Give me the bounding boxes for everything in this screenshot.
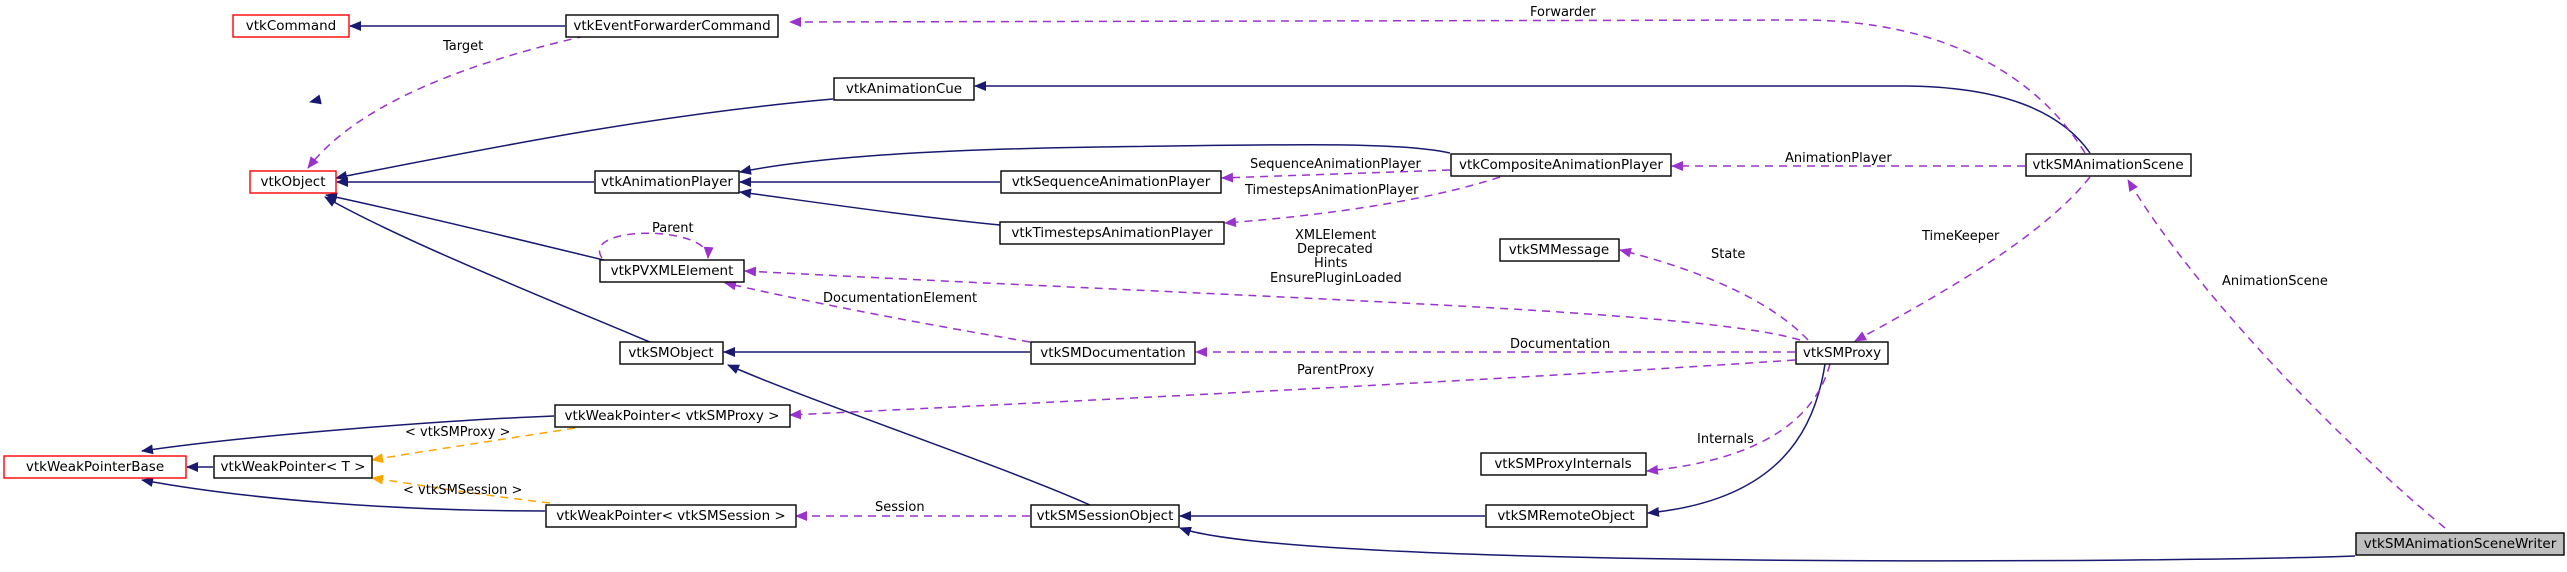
svg-text:vtkSMAnimationScene: vtkSMAnimationScene xyxy=(2032,157,2183,173)
label-animation-scene: AnimationScene xyxy=(2222,274,2328,289)
label-sequence-animation-player: SequenceAnimationPlayer xyxy=(1250,157,1422,172)
node-vtkSequenceAnimationPlayer[interactable]: vtkSequenceAnimationPlayer xyxy=(1000,170,1222,194)
edge-smobject-to-object xyxy=(324,196,653,344)
node-vtkSMSessionObject[interactable]: vtkSMSessionObject xyxy=(1030,504,1180,528)
label-deprecated: Deprecated xyxy=(1297,242,1373,257)
node-vtkSMDocumentation[interactable]: vtkSMDocumentation xyxy=(1030,341,1196,365)
node-vtkAnimationCue[interactable]: vtkAnimationCue xyxy=(833,77,975,101)
node-vtkTimestepsAnimationPlayer[interactable]: vtkTimestepsAnimationPlayer xyxy=(999,221,1225,245)
usage-edges xyxy=(307,16,2446,529)
svg-text:vtkWeakPointer< T >: vtkWeakPointer< T > xyxy=(221,459,366,475)
edge-sequence-animation-player xyxy=(1221,169,1451,183)
node-vtkWeakPointerSession[interactable]: vtkWeakPointer< vtkSMSession > xyxy=(545,504,797,528)
node-vtkCompositeAnimationPlayer[interactable]: vtkCompositeAnimationPlayer xyxy=(1450,153,1672,177)
edge-template-session xyxy=(371,474,551,504)
label-session: Session xyxy=(875,500,925,515)
label-hints: Hints xyxy=(1314,256,1348,271)
label-xmlelement: XMLElement xyxy=(1295,228,1376,243)
edge-smproxy-to-remoteobject xyxy=(1647,363,1826,517)
node-vtkWeakPointerProxy[interactable]: vtkWeakPointer< vtkSMProxy > xyxy=(554,404,791,428)
svg-text:vtkCommand: vtkCommand xyxy=(246,18,337,34)
svg-text:vtkAnimationPlayer: vtkAnimationPlayer xyxy=(601,174,733,190)
node-vtkSMRemoteObject[interactable]: vtkSMRemoteObject xyxy=(1485,504,1648,528)
node-vtkSMMessage[interactable]: vtkSMMessage xyxy=(1499,238,1620,262)
node-vtkEventForwarderCommand[interactable]: vtkEventForwarderCommand xyxy=(565,14,779,38)
edge-animation-scene xyxy=(2127,179,2446,529)
template-edges xyxy=(371,427,576,504)
svg-text:vtkSMProxy: vtkSMProxy xyxy=(1803,345,1881,361)
edge-state xyxy=(1619,247,1809,341)
edge-timekeeper xyxy=(1854,176,2091,342)
edge-animationcue-to-object xyxy=(335,98,834,181)
edge-parent-self xyxy=(598,232,714,259)
label-documentation: Documentation xyxy=(1510,337,1610,352)
edge-weakptrsession-to-weakptrbase xyxy=(141,477,546,512)
node-vtkSMProxy[interactable]: vtkSMProxy xyxy=(1795,341,1889,365)
edge-smanimationscene-to-animationcue xyxy=(974,81,2091,154)
svg-text:vtkSMDocumentation: vtkSMDocumentation xyxy=(1040,345,1185,361)
node-vtkWeakPointerBase[interactable]: vtkWeakPointerBase xyxy=(3,455,187,479)
label-documentation-element: DocumentationElement xyxy=(823,291,977,306)
edge-sessionobject-to-smobject xyxy=(727,364,1091,506)
label-parent: Parent xyxy=(652,221,694,236)
edge-template-proxy xyxy=(371,427,576,464)
node-vtkWeakPointerT[interactable]: vtkWeakPointer< T > xyxy=(213,455,373,479)
edge-internals xyxy=(1646,363,1831,475)
node-vtkSMObject[interactable]: vtkSMObject xyxy=(619,341,724,365)
svg-text:vtkEventForwarderCommand: vtkEventForwarderCommand xyxy=(573,18,770,34)
node-vtkCommand[interactable]: vtkCommand xyxy=(232,14,350,38)
svg-text:vtkSMAnimationSceneWriter: vtkSMAnimationSceneWriter xyxy=(2364,536,2557,552)
svg-text:vtkSMProxyInternals: vtkSMProxyInternals xyxy=(1494,456,1631,472)
label-forwarder: Forwarder xyxy=(1530,5,1596,20)
svg-text:vtkSMObject: vtkSMObject xyxy=(628,345,713,361)
svg-text:vtkWeakPointerBase: vtkWeakPointerBase xyxy=(26,459,164,475)
label-state: State xyxy=(1711,247,1745,262)
svg-text:vtkTimestepsAnimationPlayer: vtkTimestepsAnimationPlayer xyxy=(1011,225,1213,241)
svg-text:vtkSequenceAnimationPlayer: vtkSequenceAnimationPlayer xyxy=(1012,174,1211,190)
edge-pvxmlelement-to-object xyxy=(325,192,613,263)
inheritance-edges xyxy=(141,21,2356,562)
label-template-session: < vtkSMSession > xyxy=(403,483,522,498)
label-ensure-plugin-loaded: EnsurePluginLoaded xyxy=(1270,271,1402,286)
svg-text:vtkSMMessage: vtkSMMessage xyxy=(1509,242,1610,258)
label-parent-proxy: ParentProxy xyxy=(1297,363,1375,378)
node-vtkPVXMLElement[interactable]: vtkPVXMLElement xyxy=(599,259,745,283)
svg-text:vtkPVXMLElement: vtkPVXMLElement xyxy=(611,263,734,279)
node-vtkAnimationPlayer[interactable]: vtkAnimationPlayer xyxy=(594,170,740,194)
edge-target xyxy=(307,35,586,169)
label-template-proxy: < vtkSMProxy > xyxy=(405,425,510,440)
node-vtkSMProxyInternals[interactable]: vtkSMProxyInternals xyxy=(1480,452,1647,476)
node-vtkSMAnimationScene[interactable]: vtkSMAnimationScene xyxy=(2025,153,2192,177)
edge-weakptrproxy-to-weakptrbase xyxy=(141,415,555,455)
edge-timesteps-to-animationplayer xyxy=(739,188,1001,226)
edge-documentation-element xyxy=(724,280,1031,343)
node-vtkSMAnimationSceneWriter[interactable]: vtkSMAnimationSceneWriter xyxy=(2355,532,2565,556)
label-animation-player: AnimationPlayer xyxy=(1785,151,1892,166)
svg-text:vtkSMRemoteObject: vtkSMRemoteObject xyxy=(1497,508,1634,524)
svg-text:vtkSMSessionObject: vtkSMSessionObject xyxy=(1037,508,1174,524)
svg-text:vtkWeakPointer< vtkSMProxy >: vtkWeakPointer< vtkSMProxy > xyxy=(565,408,780,424)
svg-text:vtkAnimationCue: vtkAnimationCue xyxy=(846,81,962,97)
label-target: Target xyxy=(442,39,483,54)
label-internals: Internals xyxy=(1697,432,1754,447)
label-timesteps-animation-player: TimestepsAnimationPlayer xyxy=(1244,183,1419,198)
svg-text:vtkCompositeAnimationPlayer: vtkCompositeAnimationPlayer xyxy=(1459,157,1663,173)
edge-scenewriter-to-sessionobject xyxy=(1179,526,2356,562)
edge-timesteps-animation-player xyxy=(1224,176,1501,228)
edge-composite-to-animationplayer xyxy=(739,143,1451,175)
svg-text:vtkWeakPointer< vtkSMSession >: vtkWeakPointer< vtkSMSession > xyxy=(556,508,785,524)
edge-parent-proxy xyxy=(789,359,1796,420)
label-timekeeper: TimeKeeper xyxy=(1921,229,2000,244)
svg-text:vtkObject: vtkObject xyxy=(260,174,325,190)
node-vtkObject[interactable]: vtkObject xyxy=(249,170,337,194)
edge-labels: Forwarder Target AnimationPlayer Sequenc… xyxy=(403,5,2328,515)
